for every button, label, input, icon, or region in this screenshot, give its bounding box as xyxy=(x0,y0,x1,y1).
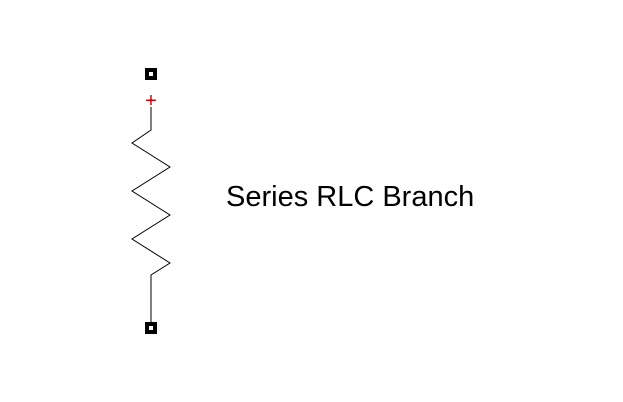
positive-terminal[interactable] xyxy=(145,68,157,80)
block-label: Series RLC Branch xyxy=(226,181,475,213)
port-square-inner xyxy=(149,72,153,76)
port-square-inner xyxy=(149,326,153,330)
resistor-zigzag-icon xyxy=(131,107,171,322)
negative-terminal[interactable] xyxy=(145,322,157,334)
polarity-plus-icon: + xyxy=(145,90,157,112)
